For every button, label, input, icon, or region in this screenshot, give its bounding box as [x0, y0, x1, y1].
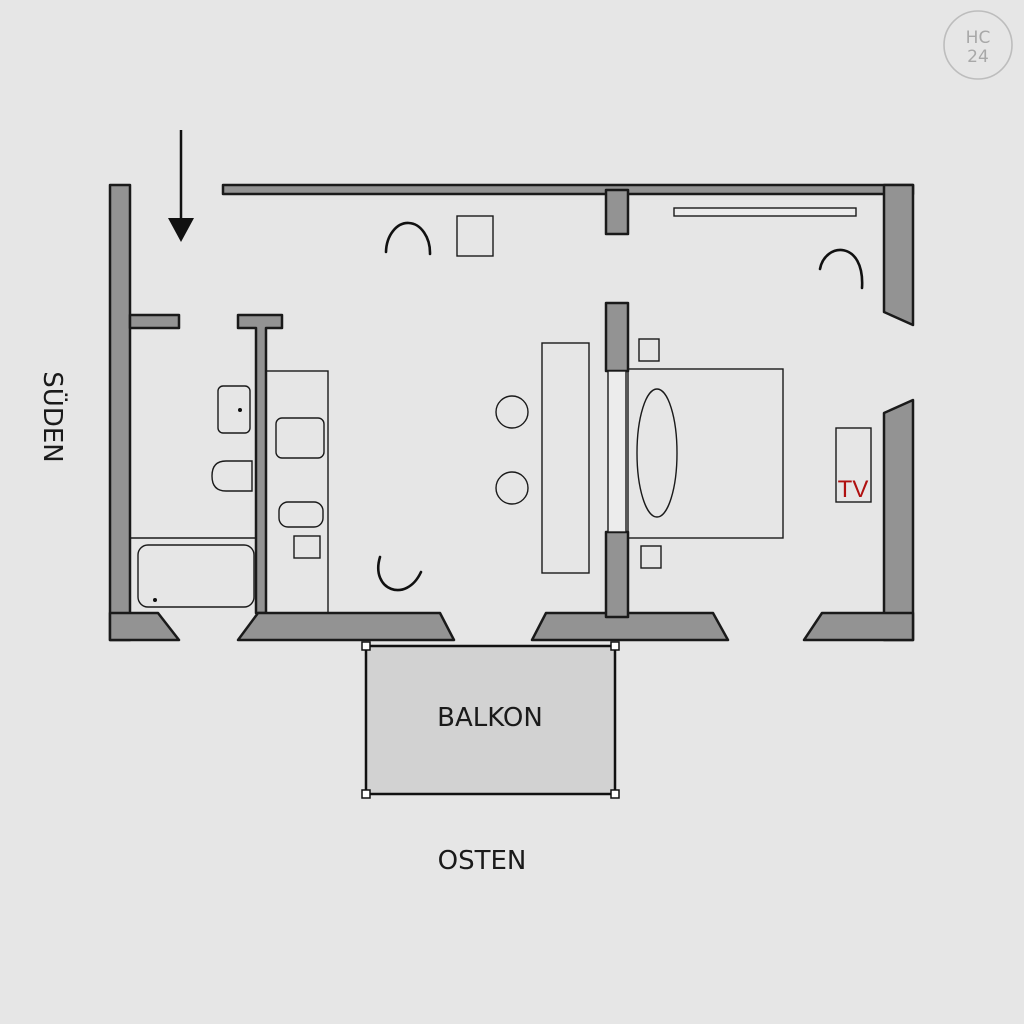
- sink: [275, 417, 325, 459]
- hob: [278, 501, 324, 528]
- balcony-post-br: [610, 789, 620, 799]
- tv-cabinet: [835, 427, 872, 503]
- wall-bottom-left: [108, 611, 181, 642]
- wall-top: [221, 183, 915, 196]
- kitchen-counter: [265, 370, 329, 614]
- balcony-label: BALKON: [437, 703, 543, 733]
- wall-bath-t: [236, 313, 284, 615]
- toilet: [211, 460, 253, 492]
- door-arc-bath: [377, 555, 423, 592]
- balcony-post-tr: [610, 641, 620, 651]
- wall-shelf: [673, 207, 857, 217]
- door-arc-entrance: [384, 221, 432, 256]
- wall-bottom-mid-right: [530, 611, 730, 642]
- entrance-arrow-icon: [168, 130, 194, 242]
- small-cabinet: [456, 215, 494, 257]
- orientation-label-left: SÜDEN: [37, 371, 69, 462]
- bathtub: [137, 544, 255, 608]
- wall-bottom-right: [802, 611, 915, 642]
- door-arc-right: [818, 248, 864, 290]
- nightstand-bottom: [640, 545, 662, 569]
- bathroom: [130, 370, 329, 614]
- basin-drain: [238, 408, 242, 412]
- wall-bottom-mid-left: [236, 611, 456, 642]
- stool-1: [495, 395, 529, 429]
- wash-basin: [217, 385, 251, 434]
- bed: [627, 368, 784, 539]
- balcony: BALKON: [361, 641, 620, 799]
- logo-line2: 24: [967, 47, 989, 67]
- walls: [108, 183, 915, 642]
- partition-glass: [607, 370, 627, 533]
- bathtub-drain: [153, 598, 157, 602]
- bed-pillow: [636, 388, 678, 518]
- wall-partition-lower: [604, 530, 630, 619]
- dining-table: [541, 342, 590, 574]
- wall-top-stub: [604, 188, 630, 236]
- stool-2: [495, 471, 529, 505]
- wall-left: [108, 183, 132, 642]
- balcony-post-tl: [361, 641, 371, 651]
- tv-label: TV: [838, 476, 869, 503]
- orientation-label-bottom: OSTEN: [438, 846, 527, 876]
- living-area: [456, 215, 784, 574]
- tv: TV: [835, 427, 872, 503]
- balcony-post-bl: [361, 789, 371, 799]
- wall-partition-upper: [604, 301, 630, 373]
- doors: [377, 221, 864, 592]
- counter-square: [293, 535, 321, 559]
- wall-right-lower: [882, 398, 915, 642]
- balcony-area: [364, 644, 617, 796]
- hc24-logo-icon: HC 24: [943, 10, 1013, 80]
- nightstand-top: [638, 338, 660, 362]
- wall-left-stub: [128, 313, 181, 330]
- logo-line1: HC: [966, 28, 991, 48]
- wall-right-upper: [882, 183, 915, 327]
